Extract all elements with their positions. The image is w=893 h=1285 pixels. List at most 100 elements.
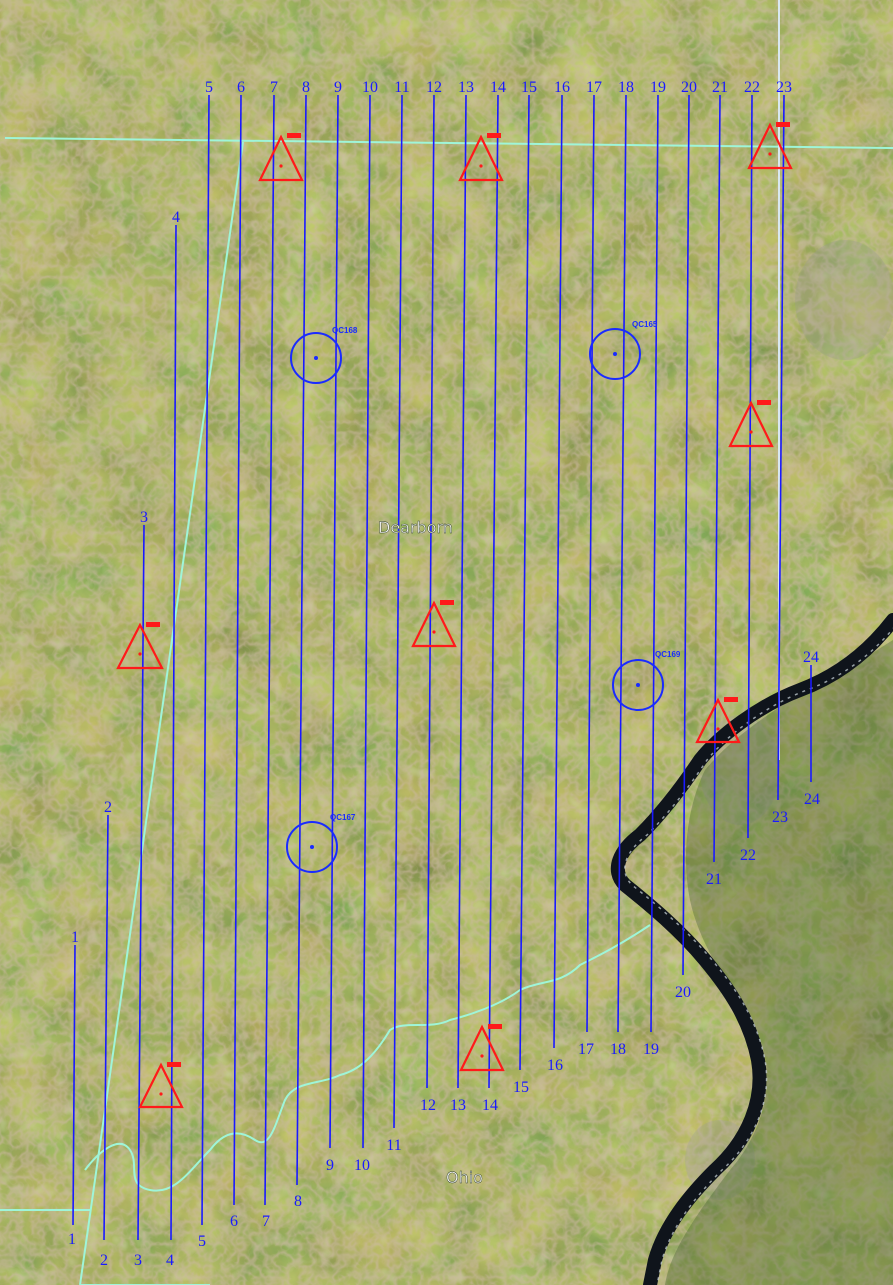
flight-line-top-label: 1	[71, 929, 79, 946]
flight-lines	[72, 94, 812, 1241]
flight-line-7	[264, 94, 275, 1206]
flight-line-top-label: 7	[270, 79, 278, 96]
flight-line-bottom-label: 2	[100, 1252, 108, 1269]
flight-line-bottom-label: 17	[578, 1041, 594, 1058]
flight-line-bottom-label: 11	[386, 1137, 401, 1154]
qc-circle-icon	[612, 659, 664, 711]
qc-label: QC168	[332, 326, 358, 335]
flight-line-top-label: 18	[618, 79, 634, 96]
flight-line-bottom-label: 12	[420, 1097, 436, 1114]
ohio-river	[610, 613, 893, 1285]
station-triangle-icon[interactable]	[138, 1062, 184, 1109]
station-triangle-icon[interactable]	[747, 122, 793, 170]
flight-line-23	[777, 94, 785, 801]
boundary-west	[79, 141, 244, 1285]
flight-line-top-label: 22	[744, 79, 760, 96]
station-triangle-icon[interactable]	[459, 1024, 505, 1072]
flight-line-bottom-label: 9	[326, 1157, 334, 1174]
flight-line-bottom-label: 14	[482, 1097, 498, 1114]
floodplain	[665, 640, 893, 1285]
qc-center-dot	[636, 683, 640, 687]
qc-center-dot	[310, 845, 314, 849]
flight-line-18	[617, 94, 627, 1033]
flight-line-top-label: 16	[554, 79, 570, 96]
flight-line-bottom-label: 7	[262, 1213, 270, 1230]
flight-line-top-label: 8	[302, 79, 310, 96]
flight-line-bottom-label: 10	[354, 1157, 370, 1174]
qc-label: QC169	[655, 650, 681, 659]
flight-line-bottom-label: 1	[68, 1231, 76, 1248]
qc-circle-icon	[286, 821, 338, 873]
flight-line-15	[519, 94, 530, 1071]
flight-line-5	[201, 94, 210, 1226]
flight-line-top-label: 9	[334, 79, 342, 96]
flight-line-top-label: 21	[712, 79, 728, 96]
flight-line-6	[233, 94, 242, 1206]
flight-line-top-label: 17	[586, 79, 602, 96]
station-triangle-icon[interactable]	[728, 400, 774, 448]
flight-line-bottom-label: 15	[513, 1079, 529, 1096]
flight-line-bottom-label: 8	[294, 1193, 302, 1210]
station-triangle-icon[interactable]	[258, 133, 304, 182]
flight-line-top-label: 20	[681, 79, 697, 96]
qc-site-2[interactable]: QC165	[589, 320, 658, 380]
flight-line-16	[553, 94, 563, 1049]
flight-line-top-label: 11	[394, 79, 409, 96]
flight-line-bottom-label: 22	[740, 847, 756, 864]
boundary-ohio-county	[84, 924, 651, 1192]
flight-line-top-label: 14	[490, 79, 506, 96]
ground-stations	[116, 122, 793, 1109]
flight-line-top-label: 5	[205, 79, 213, 96]
ohio-river-edge	[624, 627, 893, 1285]
flight-line-top-label: 4	[172, 209, 180, 226]
flight-line-top-label: 6	[237, 79, 245, 96]
flight-line-top-label: 15	[521, 79, 537, 96]
flight-line-17	[586, 94, 595, 1033]
flight-line-21	[713, 94, 721, 863]
flight-line-bottom-label: 21	[706, 871, 722, 888]
flight-line-20	[682, 94, 690, 976]
station-triangle-icon[interactable]	[458, 133, 504, 182]
flight-line-3	[137, 524, 145, 1241]
flight-line-top-label: 24	[803, 649, 819, 666]
flight-line-labels: 1122334455667788991010111112121313141415…	[68, 79, 820, 1269]
flight-line-bottom-label: 23	[772, 809, 788, 826]
qc-site-1[interactable]: QC168	[290, 326, 358, 384]
flight-line-19	[650, 94, 659, 1033]
flight-line-bottom-label: 3	[134, 1252, 142, 1269]
flight-line-14	[488, 94, 499, 1089]
flight-line-top-label: 19	[650, 79, 666, 96]
flight-line-bottom-label: 24	[804, 791, 820, 808]
flight-line-bottom-label: 18	[610, 1041, 626, 1058]
flight-line-8	[296, 94, 307, 1186]
station-triangle-icon[interactable]	[116, 622, 164, 670]
qc-label: QC167	[330, 813, 356, 822]
flight-line-bottom-label: 13	[450, 1097, 466, 1114]
qc-center-dot	[314, 356, 318, 360]
flight-line-10	[362, 94, 371, 1149]
place-label-ohio: Ohio	[446, 1168, 483, 1187]
flight-line-bottom-label: 5	[198, 1233, 206, 1250]
flight-line-top-label: 12	[426, 79, 442, 96]
flight-line-bottom-label: 19	[643, 1041, 659, 1058]
urban-area-ne	[795, 240, 893, 360]
flight-line-11	[393, 94, 403, 1129]
flight-line-bottom-label: 16	[547, 1057, 563, 1074]
qc-circle-icon	[290, 332, 342, 384]
flight-line-9	[329, 94, 339, 1149]
flight-line-12	[426, 94, 435, 1089]
station-triangle-icon[interactable]	[695, 697, 741, 744]
station-triangle-icon[interactable]	[411, 600, 457, 648]
flight-line-1	[72, 944, 76, 1226]
qc-label: QC165	[632, 320, 658, 329]
flight-line-13	[457, 94, 467, 1089]
flight-line-top-label: 2	[104, 799, 112, 816]
flight-line-top-label: 10	[362, 79, 378, 96]
qc-site-3[interactable]: QC169	[612, 650, 681, 711]
place-label-dearborn: Dearborn	[378, 518, 453, 537]
flight-line-bottom-label: 20	[675, 984, 691, 1001]
qc-center-dot	[613, 352, 617, 356]
qc-site-4[interactable]: QC167	[286, 813, 356, 873]
flight-line-bottom-label: 4	[166, 1252, 174, 1269]
